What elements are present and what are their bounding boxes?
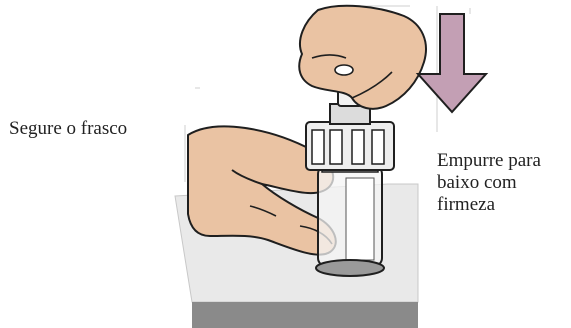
hand-pressing-adapter-icon <box>299 6 426 109</box>
instruction-push-down: Empurre para baixo com firmeza <box>437 150 541 216</box>
instruction-push-down-line-3: firmeza <box>437 194 541 216</box>
instruction-push-down-line-1: Empurre para <box>437 150 541 172</box>
instruction-push-down-line-2: baixo com <box>437 172 541 194</box>
instruction-hold-vial: Segure o frasco <box>9 118 127 140</box>
vial-icon <box>316 162 384 276</box>
down-arrow-icon <box>418 14 486 112</box>
